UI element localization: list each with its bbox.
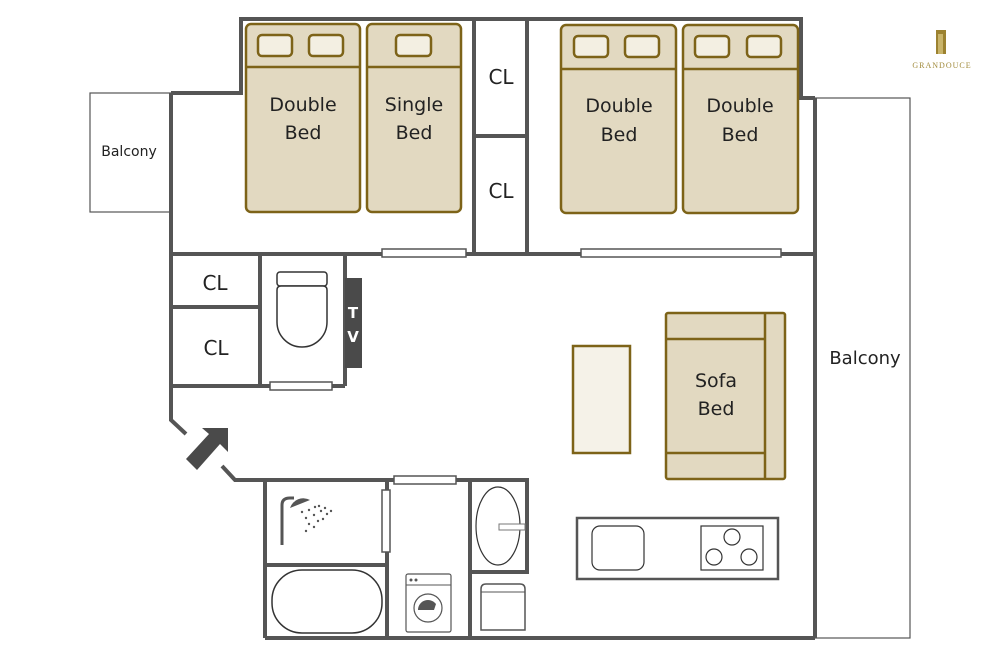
closet-left-1-label: CL — [202, 271, 228, 295]
bathroom-door[interactable] — [381, 489, 391, 553]
pillow-icon — [394, 33, 433, 58]
bedroom-1-door[interactable] — [381, 248, 467, 258]
toilet-door[interactable] — [269, 381, 333, 391]
kitchen-sink-icon — [591, 525, 645, 571]
svg-text:Double: Double — [706, 95, 773, 117]
single-bed: Single Bed — [365, 22, 463, 214]
balcony-left-label: Balcony — [101, 144, 157, 160]
double-bed-1: Double Bed — [244, 22, 362, 214]
closet-top-2-label: CL — [488, 179, 514, 203]
svg-text:V: V — [347, 328, 359, 346]
pillow-icon — [307, 33, 345, 58]
brand-name: GRANDOUCE — [912, 61, 971, 70]
svg-text:Double: Double — [585, 95, 652, 117]
double-bed-3: Double Bed — [681, 23, 800, 215]
balcony-right: Balcony — [814, 97, 911, 639]
kitchen-counter — [575, 516, 780, 581]
shower-icon — [280, 496, 333, 545]
svg-text:Bed: Bed — [722, 124, 759, 146]
sofa-bed: Sofa Bed — [664, 311, 787, 481]
washroom-door[interactable] — [393, 475, 457, 485]
wash-basin-icon — [475, 486, 526, 566]
closet-top-1-label: CL — [488, 65, 514, 89]
tv: T V — [345, 278, 362, 368]
svg-text:Single: Single — [385, 94, 443, 116]
pillow-icon — [693, 34, 731, 59]
svg-text:T: T — [348, 304, 359, 322]
toilet-tank-icon — [480, 583, 526, 631]
pillow-icon — [745, 34, 783, 59]
doors — [269, 248, 782, 553]
svg-text:Bed: Bed — [601, 124, 638, 146]
svg-text:Bed: Bed — [698, 398, 735, 420]
pillow-icon — [623, 34, 661, 59]
svg-text:Sofa: Sofa — [695, 370, 737, 392]
svg-text:Bed: Bed — [396, 122, 433, 144]
balcony-right-label: Balcony — [829, 348, 901, 369]
coffee-table — [571, 344, 632, 455]
washing-machine-icon — [405, 573, 452, 633]
pillow-icon — [256, 33, 294, 58]
bedroom-2-door[interactable] — [580, 248, 782, 258]
double-bed-2: Double Bed — [559, 23, 678, 215]
bathtub-icon — [271, 569, 383, 634]
closet-left-2-label: CL — [203, 336, 229, 360]
brand-logo: GRANDOUCE — [912, 30, 971, 70]
svg-text:Double: Double — [269, 94, 336, 116]
svg-text:Bed: Bed — [285, 122, 322, 144]
entrance-arrow-icon — [186, 428, 228, 470]
toilet-icon — [276, 271, 328, 348]
pillow-icon — [572, 34, 610, 59]
balcony-left: Balcony — [89, 92, 172, 213]
